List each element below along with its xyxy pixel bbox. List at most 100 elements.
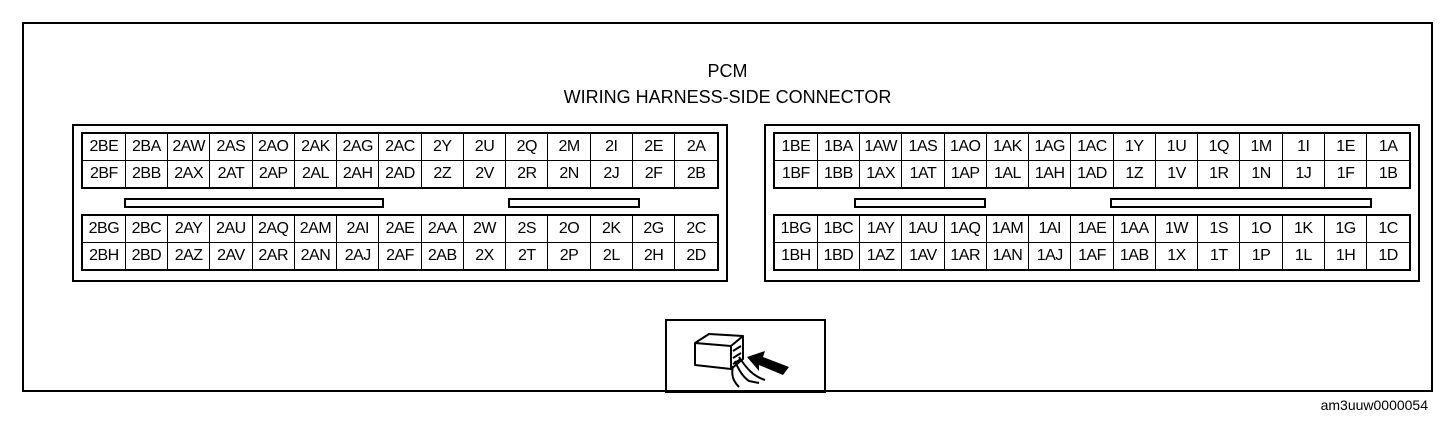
terminal-cell: 1E bbox=[1323, 134, 1368, 161]
diagram-subtitle: WIRING HARNESS-SIDE CONNECTOR bbox=[563, 87, 892, 107]
terminal-cell: 1AX bbox=[859, 160, 903, 187]
terminal-cell: 1T bbox=[1197, 242, 1241, 269]
terminal-cell: 2AQ bbox=[251, 216, 295, 243]
terminal-cell: 1AJ bbox=[1028, 242, 1072, 269]
connector-key-slot bbox=[124, 198, 384, 208]
terminal-cell: 1G bbox=[1323, 216, 1368, 243]
connector-view-icon-box bbox=[665, 319, 826, 393]
terminal-cell: 1C bbox=[1366, 216, 1409, 243]
terminal-cell: 2AT bbox=[209, 160, 253, 187]
terminal-cell: 1V bbox=[1154, 160, 1199, 187]
terminal-cell: 2AZ bbox=[167, 242, 211, 269]
image-reference-code: am3uuw0000054 bbox=[1320, 397, 1428, 413]
terminal-cell: 2AE bbox=[378, 216, 422, 243]
terminal-cell: 2O bbox=[547, 216, 591, 243]
terminal-cell: 2J bbox=[589, 160, 633, 187]
connector-key-slot bbox=[1110, 198, 1372, 208]
terminal-cell: 2AF bbox=[378, 242, 422, 269]
terminal-cell: 1Y bbox=[1112, 134, 1156, 161]
terminal-cell: 2BE bbox=[83, 134, 126, 161]
terminal-cell: 2AC bbox=[378, 134, 422, 161]
terminal-cell: 1N bbox=[1239, 160, 1283, 187]
terminal-cell: 1BH bbox=[775, 242, 818, 269]
terminal-cell: 1BE bbox=[775, 134, 818, 161]
terminal-cell: 2BH bbox=[83, 242, 126, 269]
terminal-cell: 2BC bbox=[124, 216, 169, 243]
terminal-cell: 1A bbox=[1366, 134, 1409, 161]
terminal-cell: 2AM bbox=[293, 216, 338, 243]
terminal-cell: 2K bbox=[589, 216, 633, 243]
terminal-cell: 2Z bbox=[420, 160, 464, 187]
terminal-cell: 2AD bbox=[378, 160, 422, 187]
terminal-cell: 2AJ bbox=[336, 242, 380, 269]
terminal-cell: 1BD bbox=[816, 242, 861, 269]
terminal-cell: 2AS bbox=[209, 134, 253, 161]
terminal-cell: 1AR bbox=[943, 242, 987, 269]
terminal-cell: 2AH bbox=[336, 160, 380, 187]
terminal-cell: 1P bbox=[1239, 242, 1283, 269]
terminal-cell: 1AS bbox=[901, 134, 945, 161]
terminal-cell: 2F bbox=[631, 160, 676, 187]
terminal-cell: 2AV bbox=[209, 242, 253, 269]
terminal-cell: 2Y bbox=[420, 134, 464, 161]
terminal-cell: 1AW bbox=[859, 134, 903, 161]
terminal-cell: 1AN bbox=[985, 242, 1030, 269]
terminal-cell: 1F bbox=[1323, 160, 1368, 187]
terminal-cell: 1D bbox=[1366, 242, 1409, 269]
terminal-cell: 2W bbox=[462, 216, 507, 243]
terminal-cell: 2U bbox=[462, 134, 507, 161]
terminal-cell: 2I bbox=[589, 134, 633, 161]
terminal-cell: 1AQ bbox=[943, 216, 987, 243]
terminal-cell: 1BC bbox=[816, 216, 861, 243]
connector-key-slot bbox=[508, 198, 640, 208]
terminal-cell: 2S bbox=[505, 216, 549, 243]
terminal-cell: 1AV bbox=[901, 242, 945, 269]
terminal-cell: 2R bbox=[505, 160, 549, 187]
terminal-cell: 1AA bbox=[1112, 216, 1156, 243]
terminal-cell: 1AT bbox=[901, 160, 945, 187]
terminal-cell: 1H bbox=[1323, 242, 1368, 269]
terminal-cell: 2AL bbox=[293, 160, 338, 187]
terminal-cell: 2T bbox=[505, 242, 549, 269]
terminal-cell: 2B bbox=[674, 160, 717, 187]
terminal-cell: 2X bbox=[462, 242, 507, 269]
terminal-cell: 1X bbox=[1154, 242, 1199, 269]
terminal-cell: 1S bbox=[1197, 216, 1241, 243]
terminal-cell: 1AM bbox=[985, 216, 1030, 243]
terminal-cell: 2P bbox=[547, 242, 591, 269]
terminal-cell: 1AO bbox=[943, 134, 987, 161]
terminal-cell: 2AY bbox=[167, 216, 211, 243]
terminal-cell: 1AG bbox=[1028, 134, 1072, 161]
connector-harness-side-view-icon bbox=[694, 333, 789, 388]
terminal-cell: 2AO bbox=[251, 134, 295, 161]
terminal-cell: 1BB bbox=[816, 160, 861, 187]
terminal-cell: 1AL bbox=[985, 160, 1030, 187]
terminal-cell: 1BA bbox=[816, 134, 861, 161]
terminal-cell: 1AD bbox=[1070, 160, 1114, 187]
terminal-cell: 2AG bbox=[336, 134, 380, 161]
terminal-cell: 1AE bbox=[1070, 216, 1114, 243]
terminal-cell: 2AP bbox=[251, 160, 295, 187]
terminal-cell: 1AY bbox=[859, 216, 903, 243]
terminal-cell: 1Q bbox=[1197, 134, 1241, 161]
terminal-cell: 1R bbox=[1197, 160, 1241, 187]
terminal-cell: 2M bbox=[547, 134, 591, 161]
terminal-cell: 1B bbox=[1366, 160, 1409, 187]
terminal-cell: 1BF bbox=[775, 160, 818, 187]
terminal-cell: 1AP bbox=[943, 160, 987, 187]
terminal-cell: 2L bbox=[589, 242, 633, 269]
terminal-cell: 2AN bbox=[293, 242, 338, 269]
terminal-cell: 1BG bbox=[775, 216, 818, 243]
terminal-cell: 2AU bbox=[209, 216, 253, 243]
terminal-cell: 2D bbox=[674, 242, 717, 269]
